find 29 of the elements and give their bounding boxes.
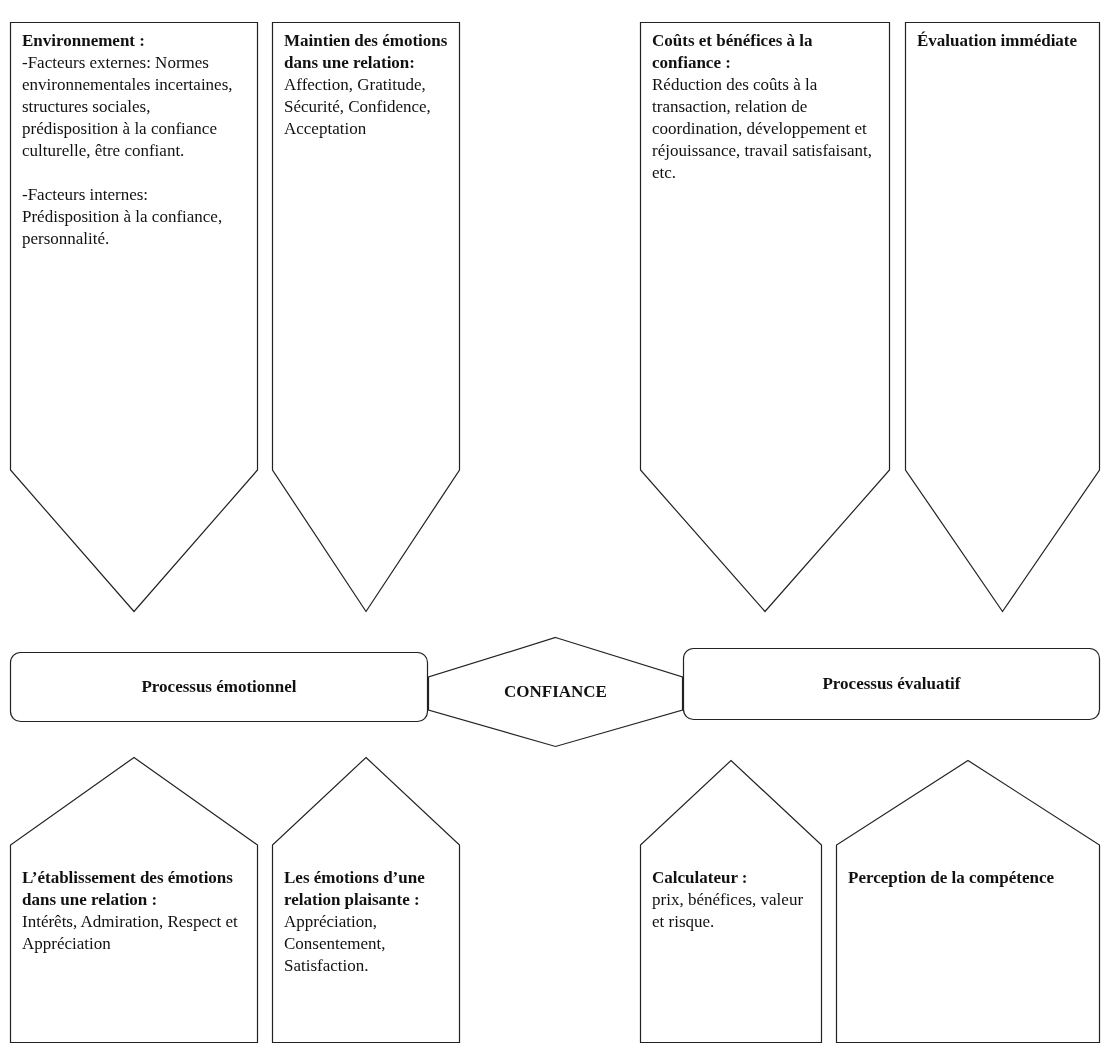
box-label: CONFIANCE [504,681,607,703]
callout-heading: Évaluation immédiate [917,30,1079,52]
up-arrow-callout [836,760,1100,1043]
center-hexagon [428,637,683,747]
callout-heading: Les émotions d’une relation plaisante : [284,867,426,911]
box-label: Processus émotionnel [141,676,297,698]
down-arrow-callout [905,22,1100,612]
callout-heading: Calculateur : [652,867,749,889]
callout-text: -Facteurs internes: Prédisposition à la confiance, personnalité. [22,184,224,250]
callout-text: Intérêts, Admiration, Respect et Appréciation [22,911,239,955]
callout-heading: Coûts et bénéfices à la confiance : [652,30,814,74]
down-arrow-callout [272,22,460,612]
callout-heading: Maintien des émotions dans une relation: [284,30,449,74]
callout-heading: Perception de la compétence [848,867,1055,889]
down-arrow-callout [640,22,890,612]
callout-text: -Facteurs externes: Normes environnementales incertaines, structures sociales, prédisposition à la confiance culturelle, être confiant. [22,52,234,162]
callout-heading: L’établissement des émotions dans une relation : [22,867,234,911]
up-arrow-callout [272,757,460,1043]
process-box [683,648,1100,720]
callout-text: Affection, Gratitude, Sécurité, Confidence, Acceptation [284,74,432,140]
callout-text: Appréciation, Consentement, Satisfaction. [284,911,387,977]
up-arrow-callout [640,760,822,1043]
box-label: Processus évaluatif [822,673,961,695]
down-arrow-callout [10,22,258,612]
callout-text: prix, bénéfices, valeur et risque. [652,889,805,933]
up-arrow-callout [10,757,258,1043]
process-box [10,652,428,722]
callout-text: Réduction des coûts à la transaction, relation de coordination, développement et réjouissance, travail satisfaisant, etc. [652,74,873,184]
callout-heading: Environnement : [22,30,146,52]
